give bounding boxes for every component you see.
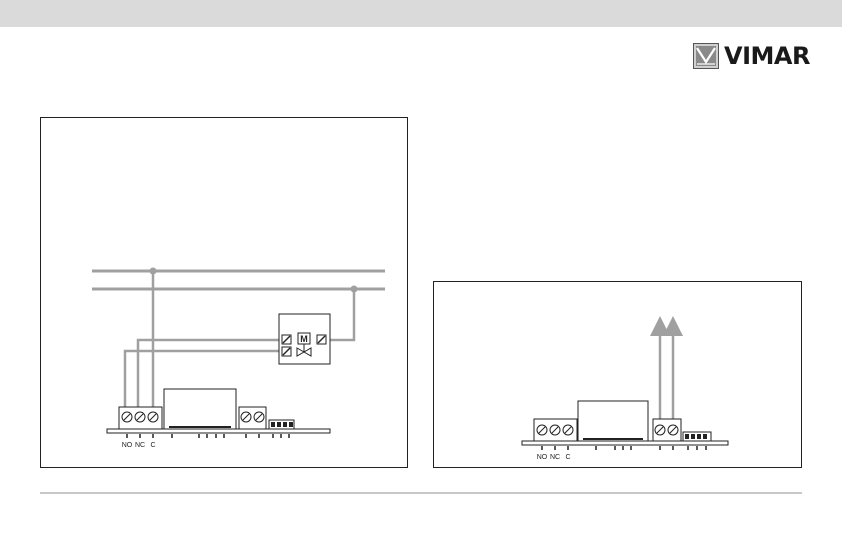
brand-name: VIMAR [724,41,810,71]
wiring-diagram-valve: M NO NC [40,117,408,468]
thermostat-board: NO NC C [522,401,728,461]
vimar-logo-icon [693,43,719,69]
terminal-label-no: NO [122,442,133,449]
terminal-label-nc: NC [135,442,145,449]
terminal-label-nc: NC [550,454,560,461]
terminal-label-c: C [150,442,155,449]
thermostat-board: NO NC C [107,389,330,449]
actuator-label: M [300,334,308,344]
terminal-label-c: C [565,454,570,461]
terminal-label-no: NO [537,454,548,461]
header-bar [0,0,842,27]
footer-divider [40,492,802,494]
brand-logo: VIMAR [693,41,810,71]
wiring-diagram-output: NO NC C [433,281,802,468]
motorised-valve: M [279,314,330,364]
